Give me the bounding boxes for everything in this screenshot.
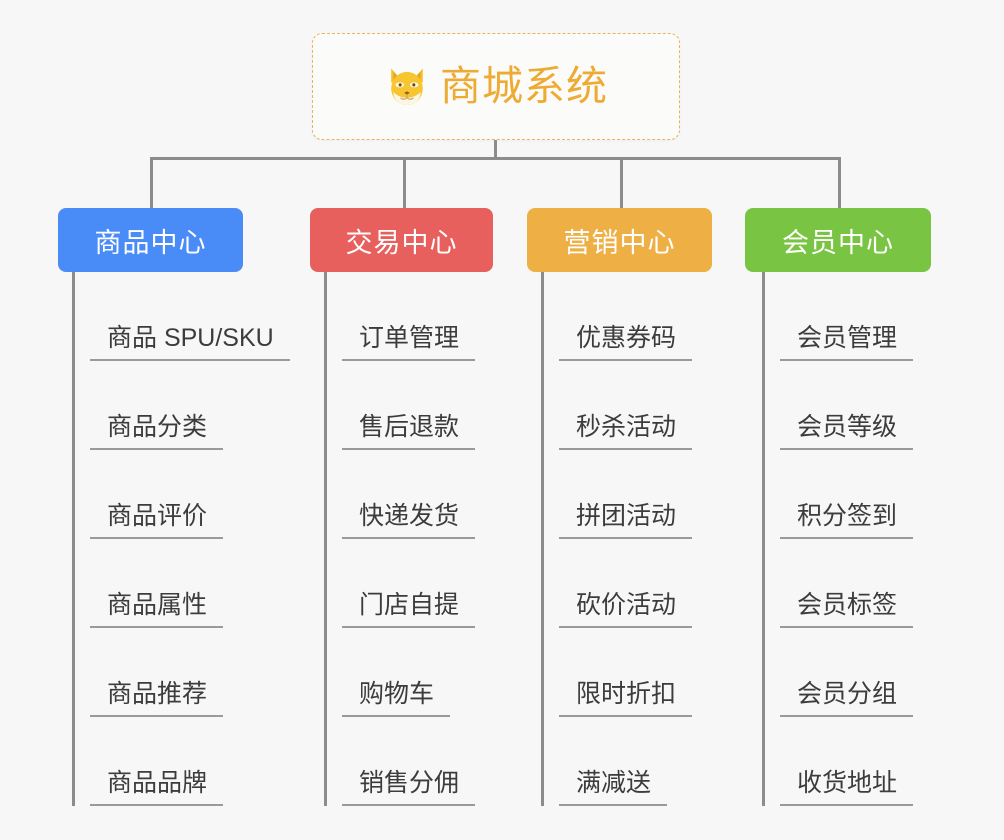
list-item[interactable]: 会员分组	[780, 628, 931, 717]
connector-drop-交易中心	[403, 157, 406, 209]
leaf-label: 积分签到	[780, 502, 914, 539]
leaf-label: 会员标签	[780, 591, 914, 628]
leaf-label: 优惠券码	[559, 324, 693, 361]
list-item[interactable]: 秒杀活动	[559, 361, 712, 450]
leaf-label: 商品评价	[90, 502, 224, 539]
leaf-label: 会员管理	[780, 324, 914, 361]
category-label-1: 商品中心	[94, 227, 207, 258]
leaf-label: 售后退款	[342, 413, 476, 450]
list-item[interactable]: 商品推荐	[90, 628, 243, 717]
list-item[interactable]: 优惠券码	[559, 272, 712, 361]
list-item[interactable]: 销售分佣	[342, 717, 493, 806]
list-item[interactable]: 会员管理	[780, 272, 931, 361]
leaf-label: 商品 SPU/SKU	[90, 324, 290, 361]
leaf-label: 收货地址	[780, 769, 914, 806]
list-item[interactable]: 商品评价	[90, 450, 243, 539]
list-item[interactable]: 快递发货	[342, 450, 493, 539]
list-item[interactable]: 商品分类	[90, 361, 243, 450]
leaf-label: 砍价活动	[559, 591, 693, 628]
list-item[interactable]: 商品 SPU/SKU	[90, 272, 290, 361]
leaf-label: 商品分类	[90, 413, 224, 450]
list-item[interactable]: 会员等级	[780, 361, 931, 450]
leaf-label: 购物车	[342, 680, 451, 717]
leaf-list-1: 商品 SPU/SKU 商品分类 商品评价 商品属性 商品推荐 商品品牌	[72, 272, 290, 806]
list-item[interactable]: 商品品牌	[90, 717, 243, 806]
leaf-label: 商品品牌	[90, 769, 224, 806]
leaf-list-4: 会员管理 会员等级 积分签到 会员标签 会员分组 收货地址	[762, 272, 931, 806]
leaf-list-2: 订单管理 售后退款 快递发货 门店自提 购物车 销售分佣	[324, 272, 493, 806]
list-item[interactable]: 订单管理	[342, 272, 493, 361]
leaf-label: 商品推荐	[90, 680, 224, 717]
branch-column-2: 交易中心 订单管理 售后退款 快递发货 门店自提 购物车 销售分佣	[310, 208, 493, 806]
list-item[interactable]: 商品属性	[90, 539, 243, 628]
category-label-2: 交易中心	[345, 227, 458, 258]
shiba-dog-face-icon	[391, 67, 423, 105]
root-title: 商城系统	[440, 63, 608, 109]
leaf-label: 订单管理	[342, 324, 476, 361]
list-item[interactable]: 砍价活动	[559, 539, 712, 628]
connector-drop-营销中心	[620, 157, 623, 209]
list-item[interactable]: 满减送	[559, 717, 712, 806]
branch-column-3: 营销中心 优惠券码 秒杀活动 拼团活动 砍价活动 限时折扣 满减送	[527, 208, 712, 806]
leaf-label: 快递发货	[342, 502, 476, 539]
list-item[interactable]: 拼团活动	[559, 450, 712, 539]
leaf-label: 商品属性	[90, 591, 224, 628]
list-item[interactable]: 收货地址	[780, 717, 931, 806]
leaf-label: 销售分佣	[342, 769, 476, 806]
list-item[interactable]: 购物车	[342, 628, 493, 717]
connector-drop-会员中心	[838, 157, 841, 209]
list-item[interactable]: 限时折扣	[559, 628, 712, 717]
leaf-label: 会员分组	[780, 680, 914, 717]
connector-horizontal-bar	[150, 157, 841, 160]
leaf-list-3: 优惠券码 秒杀活动 拼团活动 砍价活动 限时折扣 满减送	[541, 272, 712, 806]
leaf-label: 门店自提	[342, 591, 476, 628]
branch-column-1: 商品中心 商品 SPU/SKU 商品分类 商品评价 商品属性 商品推荐 商品品牌	[58, 208, 290, 806]
connector-drop-商品中心	[150, 157, 153, 209]
list-item[interactable]: 售后退款	[342, 361, 493, 450]
category-header-2[interactable]: 交易中心	[310, 208, 493, 272]
list-item[interactable]: 会员标签	[780, 539, 931, 628]
category-header-4[interactable]: 会员中心	[745, 208, 931, 272]
category-header-3[interactable]: 营销中心	[527, 208, 712, 272]
category-label-4: 会员中心	[782, 227, 894, 258]
leaf-label: 满减送	[559, 769, 668, 806]
leaf-label: 秒杀活动	[559, 413, 693, 450]
leaf-label: 拼团活动	[559, 502, 693, 539]
connector-trunk	[494, 140, 497, 160]
category-header-1[interactable]: 商品中心	[58, 208, 243, 272]
list-item[interactable]: 门店自提	[342, 539, 493, 628]
root-node[interactable]: 商城系统	[312, 33, 680, 140]
category-label-3: 营销中心	[563, 227, 676, 258]
leaf-label: 限时折扣	[559, 680, 693, 717]
branch-column-4: 会员中心 会员管理 会员等级 积分签到 会员标签 会员分组 收货地址	[745, 208, 931, 806]
list-item[interactable]: 积分签到	[780, 450, 931, 539]
leaf-label: 会员等级	[780, 413, 914, 450]
